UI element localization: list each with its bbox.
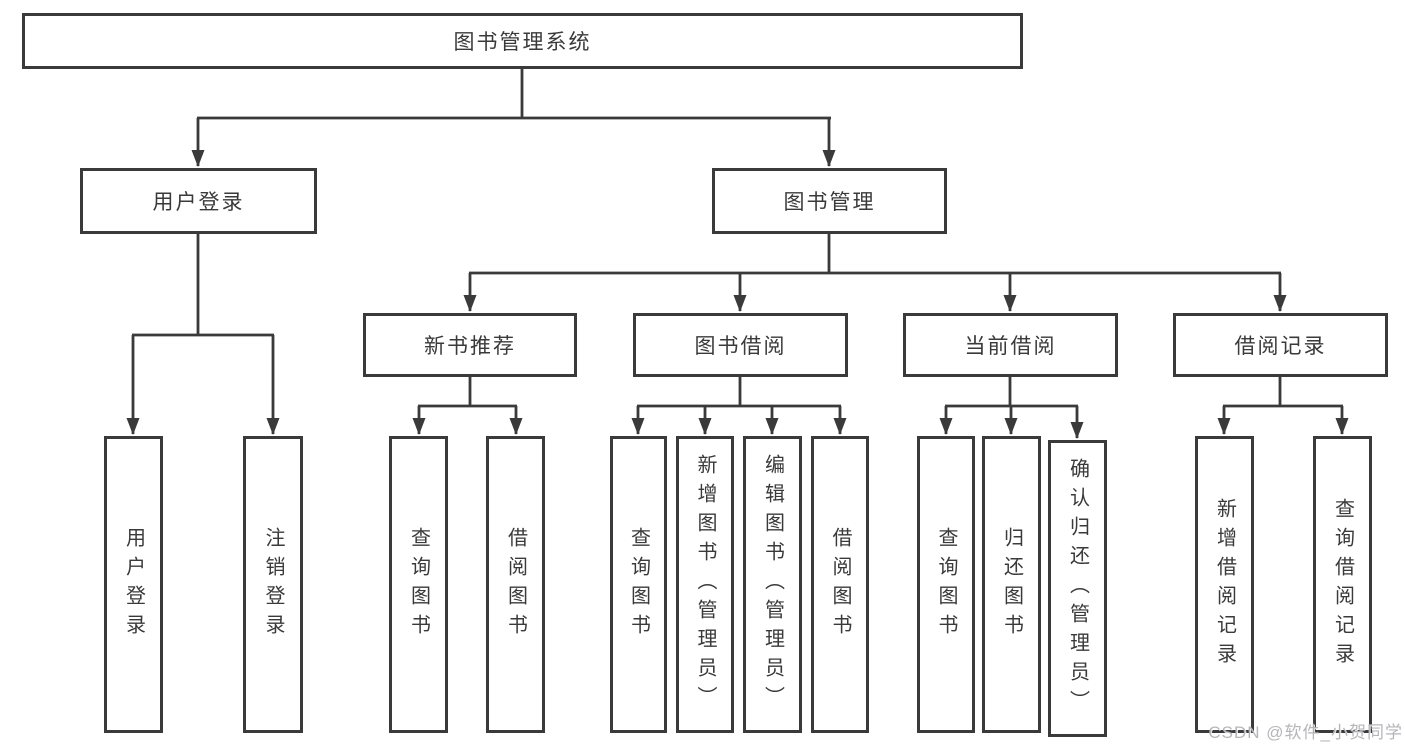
leaf-label: 新增图书（管理员） bbox=[694, 454, 716, 715]
node-borrowing-records: 借阅记录 bbox=[1173, 313, 1388, 377]
connector-book-borrow bbox=[637, 377, 841, 408]
leaf-label: 用户登录 bbox=[122, 526, 145, 643]
leaf-label: 归还图书 bbox=[1000, 526, 1023, 643]
node-new-book-recommendation: 新书推荐 bbox=[363, 313, 577, 377]
node-label: 当前借阅 bbox=[964, 335, 1057, 358]
leaf-logout: 注销登录 bbox=[243, 436, 303, 733]
leaf-query-books: 查询图书 bbox=[917, 436, 975, 733]
leaf-label: 查询图书 bbox=[627, 526, 650, 643]
leaf-label: 注销登录 bbox=[262, 526, 284, 643]
leaf-user-login: 用户登录 bbox=[104, 436, 163, 733]
leaf-confirm-return-admin: 确认归还（管理员） bbox=[1048, 440, 1107, 737]
node-label: 用户登录 bbox=[152, 191, 245, 214]
leaf-label: 查询图书 bbox=[935, 526, 957, 643]
node-current-borrowing: 当前借阅 bbox=[903, 313, 1118, 377]
node-label: 新书推荐 bbox=[424, 335, 516, 358]
connector-borrow-records bbox=[1223, 377, 1343, 408]
leaf-return-books: 归还图书 bbox=[982, 436, 1041, 733]
connector-new-book bbox=[418, 377, 517, 408]
node-book-borrowing: 图书借阅 bbox=[633, 313, 848, 377]
csdn-watermark: CSDN @软件_小贺同学 bbox=[1208, 723, 1403, 742]
node-user-login: 用户登录 bbox=[80, 168, 317, 234]
connector-user-login bbox=[132, 234, 274, 337]
leaf-label: 查询图书 bbox=[407, 526, 430, 643]
leaf-edit-books-admin: 编辑图书（管理员） bbox=[743, 436, 802, 733]
leaf-label: 借阅图书 bbox=[504, 526, 527, 643]
leaf-add-books-admin: 新增图书（管理员） bbox=[676, 436, 734, 733]
leaf-label: 确认归还（管理员） bbox=[1066, 458, 1089, 719]
leaf-label: 编辑图书（管理员） bbox=[761, 454, 784, 715]
leaf-borrow-books: 借阅图书 bbox=[811, 436, 869, 733]
node-label: 图书管理系统 bbox=[453, 31, 592, 54]
leaf-borrow-books: 借阅图书 bbox=[486, 436, 545, 733]
node-book-management: 图书管理 bbox=[712, 168, 947, 234]
leaf-label: 新增借阅记录 bbox=[1213, 497, 1236, 672]
leaf-label: 借阅图书 bbox=[829, 526, 851, 643]
node-label: 借阅记录 bbox=[1234, 335, 1327, 358]
connector-book-management bbox=[469, 234, 1281, 275]
leaf-label: 查询借阅记录 bbox=[1331, 497, 1354, 672]
leaf-query-books: 查询图书 bbox=[389, 436, 448, 733]
connector-root bbox=[197, 69, 831, 120]
leaf-query-books: 查询图书 bbox=[610, 436, 667, 733]
leaf-query-borrow-record: 查询借阅记录 bbox=[1313, 436, 1372, 733]
leaf-add-borrow-record: 新增借阅记录 bbox=[1195, 436, 1254, 733]
node-label: 图书借阅 bbox=[694, 335, 787, 358]
node-library-management-system: 图书管理系统 bbox=[22, 13, 1023, 69]
node-label: 图书管理 bbox=[783, 191, 876, 214]
connector-current-borrow bbox=[945, 377, 1078, 408]
